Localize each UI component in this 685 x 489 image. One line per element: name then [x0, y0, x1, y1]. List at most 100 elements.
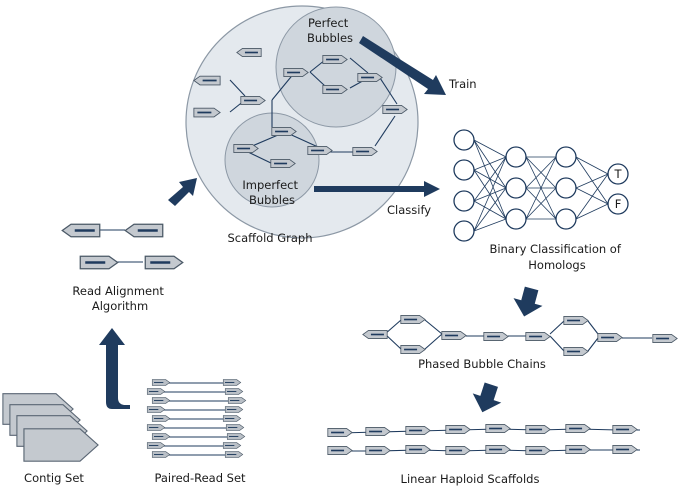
- merge-up-arrow: [99, 328, 130, 409]
- neuron: [555, 146, 577, 168]
- scaffold-graph: Perfect Bubbles Imperfect Bubbles Scaffo…: [185, 5, 419, 245]
- read-icon: [224, 451, 244, 458]
- true-label: T: [613, 167, 622, 181]
- contig-icon: [357, 72, 383, 83]
- imperfect-bubbles-label: Imperfect Bubbles: [242, 178, 301, 207]
- read-icon: [151, 433, 171, 440]
- contig-icon: [445, 424, 471, 435]
- contig-icon: [612, 444, 638, 455]
- nn-connections: [473, 139, 609, 232]
- contig-icon: [485, 423, 511, 434]
- contig-icon: [382, 104, 408, 115]
- read-icon: [222, 442, 242, 449]
- to-scaffold-arrow: [168, 178, 197, 206]
- train-arrow: [359, 36, 446, 95]
- contig-icon: [565, 444, 591, 455]
- contig-icon: [283, 67, 309, 78]
- output-neuron-false: [607, 193, 629, 215]
- read-alignment-group: Read Alignment Algorithm: [60, 223, 185, 313]
- read-icon: [151, 415, 171, 422]
- neuron: [505, 177, 527, 199]
- contig-set: Contig Set: [2, 393, 99, 485]
- binary-classification-label: Binary Classification of Homologs: [489, 242, 624, 272]
- contig-icon: [270, 158, 296, 169]
- read-icon: [151, 379, 171, 386]
- contig-icon: [652, 333, 678, 344]
- contig-icon: [485, 444, 511, 455]
- contig-icon: [405, 425, 431, 436]
- contig-icon: [240, 95, 266, 106]
- read-icon: [225, 424, 245, 431]
- contig-icon: [400, 314, 426, 325]
- contig-icon: [365, 445, 391, 456]
- contig-icon: [327, 445, 353, 456]
- contig-icon: [271, 126, 297, 137]
- contig-icon: [365, 426, 391, 437]
- contig-icon: [322, 54, 348, 65]
- contig-icon: [612, 424, 638, 435]
- neuron: [453, 190, 475, 212]
- neuron: [555, 177, 577, 199]
- paired-read-set: Paired-Read Set: [146, 379, 247, 485]
- neuron: [555, 208, 577, 230]
- contig-icon: [233, 143, 259, 154]
- read-icon: [224, 406, 244, 413]
- contig-icon: [143, 255, 185, 270]
- phased-bubble-chains: Phased Bubble Chains: [362, 314, 678, 371]
- read-icon: [222, 415, 242, 422]
- output-neuron-true: [607, 163, 629, 185]
- contig-icon: [405, 444, 431, 455]
- nn-neurons: [453, 129, 629, 242]
- read-icon: [151, 397, 171, 404]
- contig-icon: [525, 445, 551, 456]
- contig-icon: [78, 255, 120, 270]
- contig-icon: [236, 47, 262, 58]
- train-label: Train: [448, 77, 477, 91]
- contig-icon: [525, 424, 551, 435]
- contig-icon: [322, 84, 348, 95]
- contig-icon: [400, 344, 426, 355]
- paired-read-set-label: Paired-Read Set: [154, 471, 246, 485]
- contig-set-label: Contig Set: [24, 471, 84, 485]
- contig-icon: [563, 315, 589, 326]
- neural-network: T F Binary Classification of Homologs: [453, 129, 629, 272]
- read-icon: [146, 442, 166, 449]
- phased-bubble-chains-label: Phased Bubble Chains: [418, 357, 546, 371]
- contig-icon: [352, 146, 378, 157]
- contig-icon: [563, 346, 589, 357]
- neuron: [505, 208, 527, 230]
- read-icon: [146, 388, 166, 395]
- contig-icon: [597, 332, 623, 343]
- contig-icon: [193, 75, 221, 86]
- neuron: [453, 220, 475, 242]
- neuron: [505, 146, 527, 168]
- read-icon: [227, 397, 247, 404]
- contig-icon: [23, 428, 99, 462]
- phased-chain-edges: [384, 319, 652, 352]
- read-icon: [224, 388, 244, 395]
- classify-arrow: [314, 181, 440, 197]
- to-linear-arrow: [472, 382, 502, 413]
- perfect-bubbles-label: Perfect Bubbles: [307, 16, 353, 45]
- contig-icon: [60, 223, 102, 238]
- flow-arrows: [99, 36, 543, 413]
- contig-icon: [565, 423, 591, 434]
- contig-icon: [362, 329, 388, 340]
- classify-label: Classify: [387, 203, 431, 217]
- linear-haploid-scaffolds: Linear Haploid Scaffolds: [327, 423, 640, 486]
- contig-icon: [123, 223, 165, 238]
- linear-haploid-scaffolds-label: Linear Haploid Scaffolds: [401, 472, 540, 486]
- neuron: [453, 159, 475, 181]
- contig-icon: [441, 330, 467, 341]
- false-label: F: [615, 197, 622, 211]
- read-alignment-label: Read Alignment Algorithm: [72, 284, 167, 313]
- contig-icon: [445, 445, 471, 456]
- contig-icon: [327, 427, 353, 438]
- read-icon: [146, 406, 166, 413]
- read-icon: [222, 379, 242, 386]
- scaffold-graph-label: Scaffold Graph: [227, 231, 312, 245]
- contig-icon: [525, 331, 551, 342]
- to-phasing-arrow: [513, 286, 543, 317]
- neuron: [453, 129, 475, 151]
